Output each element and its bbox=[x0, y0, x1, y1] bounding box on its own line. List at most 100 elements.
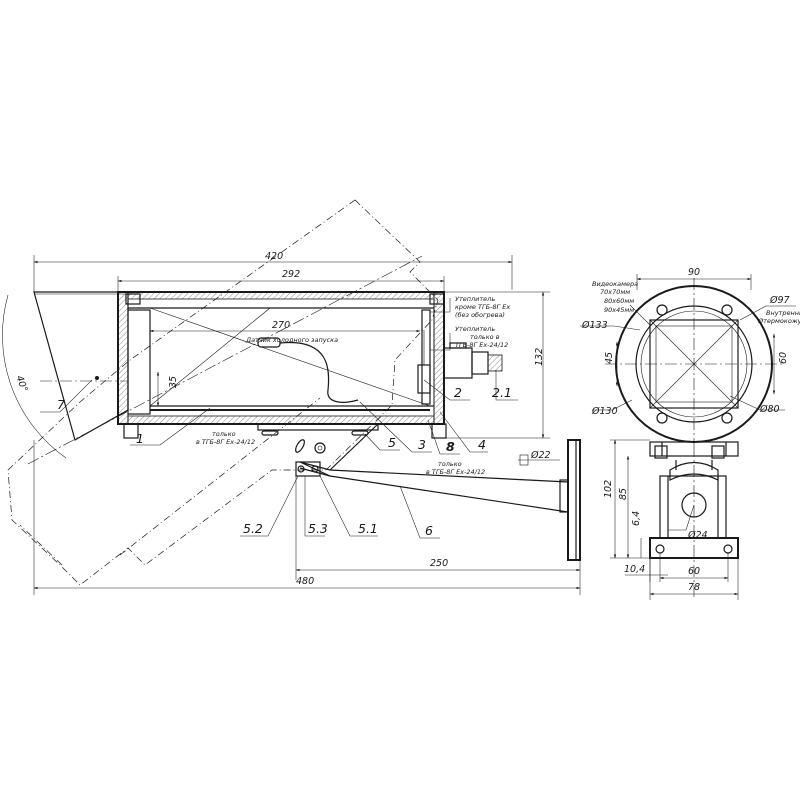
camera-note-leader bbox=[629, 304, 651, 326]
dim-130-leader bbox=[592, 399, 633, 411]
leader-3 bbox=[359, 401, 432, 453]
leader-5-2 bbox=[240, 475, 299, 537]
bolt-hole-tr bbox=[721, 304, 733, 316]
bracket-nut-left bbox=[654, 445, 668, 459]
heater-note-line3: (без обогрева) bbox=[455, 311, 505, 319]
dim-6-4-label: 6,4 bbox=[631, 511, 642, 526]
dim-480-label: 480 bbox=[296, 576, 314, 587]
heater-element bbox=[417, 364, 431, 394]
front-view: 90 Видеокамера 70x70мм 80x60мм 90x45мм Ø… bbox=[580, 267, 800, 445]
label-8: 8 bbox=[446, 439, 455, 454]
camera-note-4: 90x45мм bbox=[604, 306, 634, 314]
angle-40-label: 40° bbox=[13, 374, 29, 394]
leader-8 bbox=[427, 419, 460, 455]
leader-4 bbox=[439, 411, 488, 453]
inner-note-1: Внутренний bbox=[766, 309, 800, 317]
housing-diagonal-b bbox=[149, 307, 271, 407]
dim-60v-label: 60 bbox=[778, 352, 789, 364]
angle-arc bbox=[2, 294, 67, 459]
label-4: 4 bbox=[478, 437, 486, 452]
housing-bottom-wall bbox=[127, 415, 435, 425]
inner-note-2: Øтермокожуха bbox=[757, 317, 800, 325]
sensor-cable bbox=[279, 341, 359, 403]
sun-visor bbox=[33, 291, 129, 441]
cable-gland-thread bbox=[487, 354, 503, 372]
housing-body bbox=[117, 291, 445, 425]
dim-24-label: Ø24 bbox=[687, 530, 708, 541]
leader-6 bbox=[399, 485, 440, 539]
dim-10-4-label: 10,4 bbox=[624, 564, 645, 575]
mount-slot-left bbox=[261, 430, 279, 436]
dim-133-label: Ø133 bbox=[581, 320, 608, 331]
dim-132-label: 132 bbox=[534, 348, 545, 366]
heater-note-line2: кроме ТГБ-8Г Ex bbox=[455, 303, 510, 311]
only-right-line1: только bbox=[438, 460, 462, 468]
base-hole-left bbox=[655, 544, 665, 554]
dim-97-label: Ø97 bbox=[769, 295, 790, 306]
dim-35-label: 35 bbox=[168, 376, 179, 388]
sensor-note: Датчик холодного запуска bbox=[245, 336, 338, 344]
leader-5-1 bbox=[319, 475, 378, 537]
bracket-bolts bbox=[675, 460, 713, 470]
dim-85-label: 85 bbox=[618, 488, 629, 500]
bracket-shank bbox=[559, 479, 569, 513]
dim-130-label: Ø130 bbox=[591, 406, 618, 417]
washer-right bbox=[311, 465, 319, 473]
rear-heater-plate bbox=[421, 309, 431, 405]
leader-7 bbox=[40, 379, 93, 413]
camera-note-2: 70x70мм bbox=[600, 288, 630, 296]
label-6: 6 bbox=[425, 523, 433, 538]
dim-90-label: 90 bbox=[688, 267, 700, 278]
dim-133-leader bbox=[580, 325, 641, 331]
dim-24-leader bbox=[668, 504, 695, 531]
label-5-2: 5.2 bbox=[243, 521, 263, 536]
only-right-line2: в ТГБ-8Г Ex-24/12 bbox=[426, 468, 485, 476]
camera-note-3: 80x60мм bbox=[604, 297, 634, 305]
dim-60h-label: 60 bbox=[688, 566, 700, 577]
housing-ring bbox=[635, 305, 753, 423]
tilt-screw bbox=[295, 439, 305, 453]
leader-5 bbox=[364, 433, 400, 451]
leader-2 bbox=[423, 379, 470, 401]
leader-5-3 bbox=[304, 476, 325, 537]
front-flange-top bbox=[125, 293, 141, 305]
only-left-line1: только bbox=[212, 430, 236, 438]
front-flange-bottom bbox=[123, 423, 139, 439]
label-5: 5 bbox=[388, 435, 396, 450]
bolt-hole-bl bbox=[656, 412, 668, 424]
bracket-base bbox=[649, 537, 739, 559]
front-window-block bbox=[127, 309, 151, 415]
camera-square bbox=[649, 319, 739, 409]
housing-ring-inner bbox=[640, 310, 748, 418]
base-hole-right bbox=[723, 544, 733, 554]
dim-22-hole-mark bbox=[519, 454, 529, 466]
heater-note-line1: Утеплитель bbox=[455, 295, 495, 303]
pivot-bolt-inner bbox=[317, 445, 323, 451]
only-left-line2: в ТГБ-8Г Ex-24/12 bbox=[196, 438, 255, 446]
dim-292-label: 292 bbox=[282, 269, 300, 280]
label-7: 7 bbox=[57, 397, 65, 412]
rear-flange-top bbox=[429, 293, 445, 305]
visor-dot bbox=[95, 376, 99, 380]
bracket-end-view: Ø24 102 85 6,4 10,4 60 78 bbox=[603, 439, 739, 600]
clamp-block bbox=[295, 461, 321, 477]
side-view: 40° bbox=[2, 199, 581, 595]
camera-square-2 bbox=[655, 325, 733, 403]
bolt-hole-tl bbox=[656, 304, 668, 316]
dim-250-label: 250 bbox=[430, 558, 448, 569]
label-2-1: 2.1 bbox=[492, 385, 512, 400]
dim-270-label: 270 bbox=[272, 320, 290, 331]
camera-note-1: Видеокамера bbox=[592, 280, 638, 288]
label-5-1: 5.1 bbox=[358, 521, 378, 536]
rotated-axis bbox=[27, 255, 423, 465]
leader-2-1 bbox=[495, 370, 518, 401]
heater2-note-line2: только в bbox=[470, 333, 500, 341]
bracket-nut-right bbox=[711, 445, 725, 459]
mount-plate bbox=[257, 423, 379, 431]
dim-102-label: 102 bbox=[603, 480, 614, 498]
label-5-3: 5.3 bbox=[308, 521, 328, 536]
dim-80-label: Ø80 bbox=[759, 404, 780, 415]
heater2-note-line3: ТГБ-8Г Ex-24/12 bbox=[455, 341, 508, 349]
label-2: 2 bbox=[454, 385, 462, 400]
